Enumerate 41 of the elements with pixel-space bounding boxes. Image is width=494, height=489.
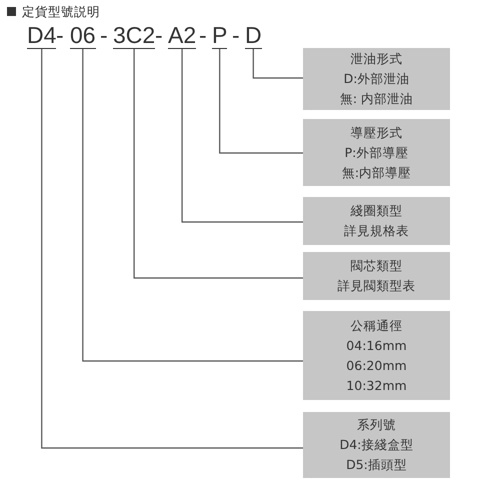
- code-segment: 06: [70, 22, 96, 49]
- code-segment: D4: [27, 22, 56, 49]
- box-text: 10:32mm: [346, 376, 407, 394]
- box-text: 詳見閥類型表: [338, 277, 416, 295]
- description-box: [303, 311, 450, 400]
- connector-line: [181, 49, 303, 223]
- code-segment: P: [212, 22, 228, 49]
- box-text: P:外部導壓: [344, 144, 408, 162]
- box-text: D5:插頭型: [346, 456, 407, 474]
- separator-dash: -: [100, 22, 108, 48]
- connector-line: [252, 49, 303, 79]
- box-heading: 導壓形式: [350, 124, 402, 142]
- box-text: 無: 内部泄油: [340, 90, 414, 108]
- connector-line: [41, 49, 303, 449]
- separator-dash: -: [199, 22, 207, 48]
- box-heading: 閥芯類型: [350, 257, 402, 275]
- description-box: [303, 252, 450, 300]
- connector-line: [134, 49, 303, 279]
- description-box: [303, 197, 450, 245]
- code-segment: A2: [168, 22, 196, 49]
- box-heading: 綫圈類型: [350, 202, 402, 220]
- box-text: D:外部泄油: [344, 70, 410, 88]
- box-heading: 公稱通徑: [350, 316, 402, 334]
- description-box: [303, 412, 450, 478]
- box-text: 06:20mm: [346, 356, 407, 374]
- description-box: [303, 119, 450, 186]
- separator-dash: -: [232, 22, 240, 48]
- box-text: 04:16mm: [346, 336, 407, 354]
- box-heading: 系列號: [357, 416, 396, 434]
- box-heading: 泄油形式: [350, 50, 402, 68]
- code-segment: D: [245, 22, 262, 49]
- code-segment: 3C2: [113, 22, 156, 49]
- box-text: D4:接綫盒型: [340, 436, 414, 454]
- box-text: 詳見規格表: [344, 222, 409, 240]
- title: 定貨型號説明: [22, 4, 100, 20]
- description-box: [303, 48, 450, 110]
- connector-line: [82, 49, 303, 362]
- box-text: 無:内部導壓: [342, 164, 412, 182]
- separator-dash: -: [155, 22, 163, 48]
- separator-dash: -: [56, 22, 64, 48]
- connector-line: [219, 49, 303, 154]
